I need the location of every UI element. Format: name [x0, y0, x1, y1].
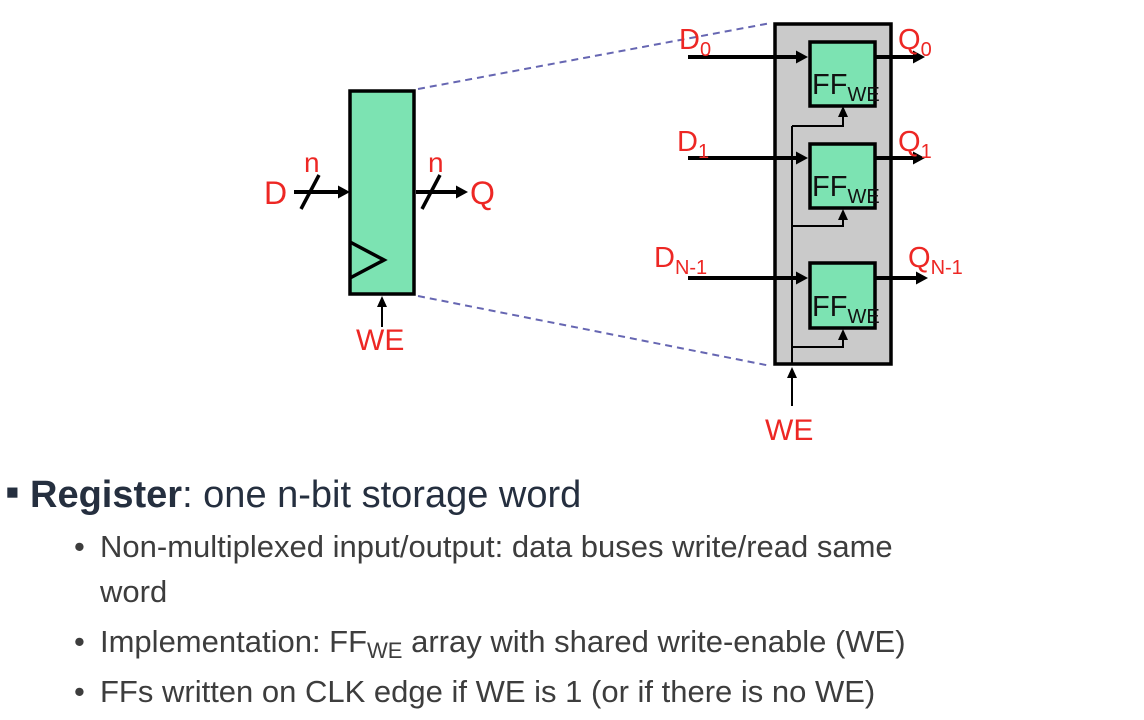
register-q-label: Q — [470, 175, 495, 211]
array-we-label: WE — [765, 414, 813, 447]
bullet-2-suffix: array with shared write-enable (WE) — [402, 624, 906, 659]
clock-edge-icon — [349, 240, 388, 280]
diagram-canvas: D n n Q WE WE FFWE D0 Q0 FFWE D1 Q1 FFWE… — [264, 22, 963, 447]
dn1-arrowhead-icon — [796, 271, 808, 285]
q-bus-arrowhead-icon — [456, 185, 468, 199]
q1-label: Q1 — [898, 126, 932, 163]
we-branch-line-1 — [792, 220, 844, 227]
heading-term: Register — [30, 474, 183, 516]
d-bus-arrowhead-icon — [338, 185, 350, 199]
bullet-item-3-text: FFs written on CLK edge if WE is 1 (or i… — [100, 669, 875, 714]
we-arrowhead-icon — [377, 296, 387, 307]
q-bus-width-slash — [420, 174, 442, 210]
ff-cell-box — [808, 142, 877, 210]
q0-arrowhead-icon — [913, 50, 925, 64]
bullet-3-line-1: FFs written on CLK edge if WE is 1 (or i… — [100, 674, 876, 709]
dn1-label: DN-1 — [654, 242, 707, 279]
q0-label: Q0 — [898, 24, 932, 61]
d1-arrowhead-icon — [796, 151, 808, 165]
d-bus-width-slash — [299, 174, 321, 210]
bullet-1-line-1: Non-multiplexed input/output: data buses… — [100, 529, 893, 564]
ff-cell-label: FFWE — [812, 69, 880, 106]
d1-label: D1 — [677, 126, 709, 163]
square-bullet-icon: ■ — [6, 481, 19, 504]
register-n-left-label: n — [304, 147, 320, 178]
bullet-1-line-2: word — [100, 574, 168, 609]
expansion-dashed-line-bottom — [417, 295, 772, 367]
we-branch-arrowhead-0-icon — [838, 106, 848, 117]
we-branch-arrowhead-1-icon — [838, 209, 848, 220]
we-external-arrowhead-icon — [787, 367, 797, 378]
bullet-item-1-text: Non-multiplexed input/output: data buses… — [100, 524, 893, 614]
qn1-label: QN-1 — [908, 242, 963, 279]
we-branch-line-0 — [792, 117, 844, 127]
dot-bullet-icon: • — [74, 674, 85, 709]
ff-cell-label: FFWE — [812, 171, 880, 208]
bullet-item-2-text: Implementation: FFWE array with shared w… — [100, 619, 906, 673]
bullet-item-3: • FFs written on CLK edge if WE is 1 (or… — [74, 669, 875, 714]
dot-bullet-icon: • — [74, 624, 85, 659]
dot-bullet-icon: • — [74, 529, 85, 564]
d0-arrowhead-icon — [796, 50, 808, 64]
bullet-item-1: • Non-multiplexed input/output: data bus… — [74, 524, 893, 614]
ff-cell-label: FFWE — [812, 291, 880, 328]
bullet-2-subscript: WE — [367, 638, 403, 663]
register-we-label: WE — [356, 324, 404, 357]
register-d-label: D — [264, 175, 287, 211]
qn1-arrowhead-icon — [916, 271, 928, 285]
heading-rest: : one n-bit storage word — [182, 474, 582, 516]
bullet-2-prefix: Implementation: FF — [100, 624, 368, 659]
register-n-right-label: n — [428, 147, 444, 178]
ff-cell-box — [808, 40, 877, 108]
d0-label: D0 — [679, 24, 711, 61]
we-branch-line-2 — [792, 340, 844, 348]
q1-arrowhead-icon — [913, 151, 925, 165]
we-branch-arrowhead-2-icon — [838, 329, 848, 340]
register-box — [348, 89, 416, 296]
ff-cell-box — [808, 261, 877, 330]
bullet-item-2: • Implementation: FFWE array with shared… — [74, 619, 906, 673]
slide-heading: ■ Register: one n-bit storage word — [6, 472, 581, 518]
